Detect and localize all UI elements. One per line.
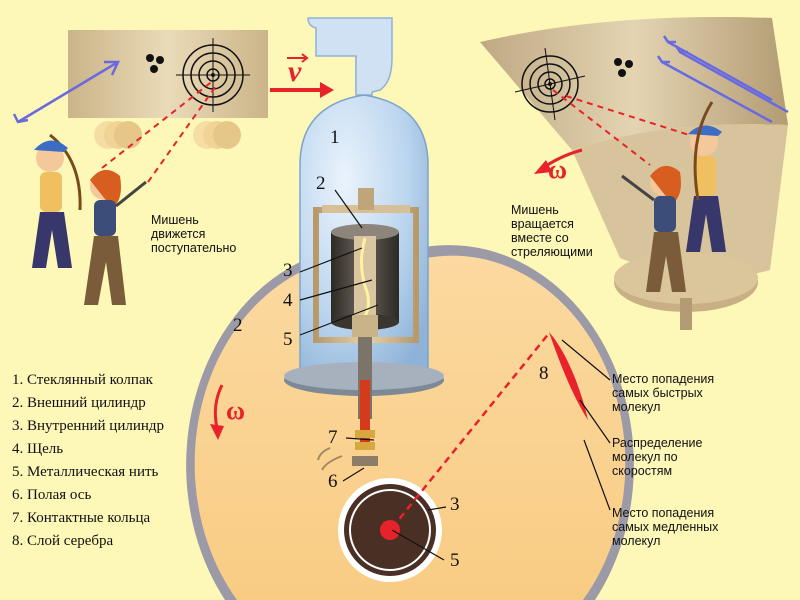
left-shot-line-1: [101, 79, 215, 169]
velocity-label: v: [288, 55, 302, 88]
right-caption-line: Мишень: [511, 203, 559, 217]
number-label-7: 7: [328, 427, 338, 448]
number-label-2-drum: 2: [233, 315, 243, 336]
legend-item: 6. Полая ось: [12, 487, 92, 503]
omega-arrow-main: [213, 384, 224, 429]
legend-item: 1. Стеклянный колпак: [12, 372, 153, 388]
number-label-3: 3: [283, 260, 293, 281]
annotation-line: самых медленных: [612, 520, 719, 534]
number-label-8: 8: [539, 363, 549, 384]
number-label-5-bottom: 5: [450, 550, 460, 571]
number-label-2: 2: [316, 173, 326, 194]
left-ghost-targets: [94, 121, 241, 149]
right-shot-line-2: [565, 95, 706, 141]
annotation-fast: Место попадения самых быстрых молекул: [612, 372, 714, 414]
legend-item: 5. Металлическая нить: [12, 464, 159, 480]
right-caption-line: вместе со: [511, 231, 569, 245]
left-caption-line: поступательно: [151, 241, 237, 255]
left-caption: Мишень движется поступательно: [151, 213, 236, 255]
velocity-arrow: [270, 53, 334, 98]
number-label-6: 6: [328, 471, 338, 492]
legend-item: 7. Контактные кольца: [12, 510, 151, 526]
annotation-line: скоростям: [612, 464, 673, 478]
right-caption: Мишень вращается вместе со стреляющими: [511, 203, 593, 259]
molecule-trajectory: [391, 331, 551, 529]
left-arrow-icon: [12, 60, 120, 124]
cross-section-circle: [338, 478, 442, 582]
annotation-line: Место попадения: [612, 372, 715, 386]
annotation-line: Распределение: [612, 436, 703, 450]
annotation-line: Место попадения: [612, 506, 715, 520]
legend-item: 2. Внешний цилиндр: [12, 395, 146, 411]
left-target-panel: [68, 30, 268, 149]
target-icon: [514, 47, 586, 121]
bullet-holes: [614, 58, 633, 77]
right-caption-line: стреляющими: [511, 245, 593, 259]
number-label-5: 5: [283, 329, 293, 350]
annotation-line: самых быстрых: [612, 386, 703, 400]
number-label-1: 1: [330, 127, 340, 148]
right-rotating-platform: [480, 17, 788, 330]
left-archers: [32, 133, 147, 305]
legend-item: 4. Щель: [12, 441, 64, 457]
annotation-line: молекул по: [612, 450, 678, 464]
right-archers: [621, 101, 726, 292]
annotation-line: молекул: [612, 400, 661, 414]
omega-label-right: ω: [548, 155, 568, 184]
left-caption-line: Мишень: [151, 213, 199, 227]
legend-item: 8. Слой серебра: [12, 533, 114, 549]
silver-layer-deposit: [549, 332, 588, 420]
bullet-holes: [146, 54, 164, 73]
legend-item: 3. Внутренний цилиндр: [12, 418, 165, 434]
right-arrow-icons: [656, 35, 789, 124]
annotation-slow: Место попадения самых медленных молекул: [612, 506, 718, 548]
leader-lines: [299, 189, 611, 561]
omega-label-main: ω: [226, 396, 246, 425]
cylinder-assembly: [313, 188, 419, 471]
left-caption-line: движется: [151, 227, 206, 241]
omega-arrow-right: [534, 148, 583, 174]
annotation-line: молекул: [612, 534, 661, 548]
number-label-4: 4: [283, 290, 293, 311]
left-shot-line-2: [147, 85, 217, 183]
annotation-distribution: Распределение молекул по скоростям: [612, 436, 702, 478]
right-caption-line: вращается: [511, 217, 574, 231]
legend: 1. Стеклянный колпак 2. Внешний цилиндр …: [12, 369, 164, 553]
right-shot-line-1: [552, 89, 651, 166]
number-label-3-bottom: 3: [450, 494, 460, 515]
